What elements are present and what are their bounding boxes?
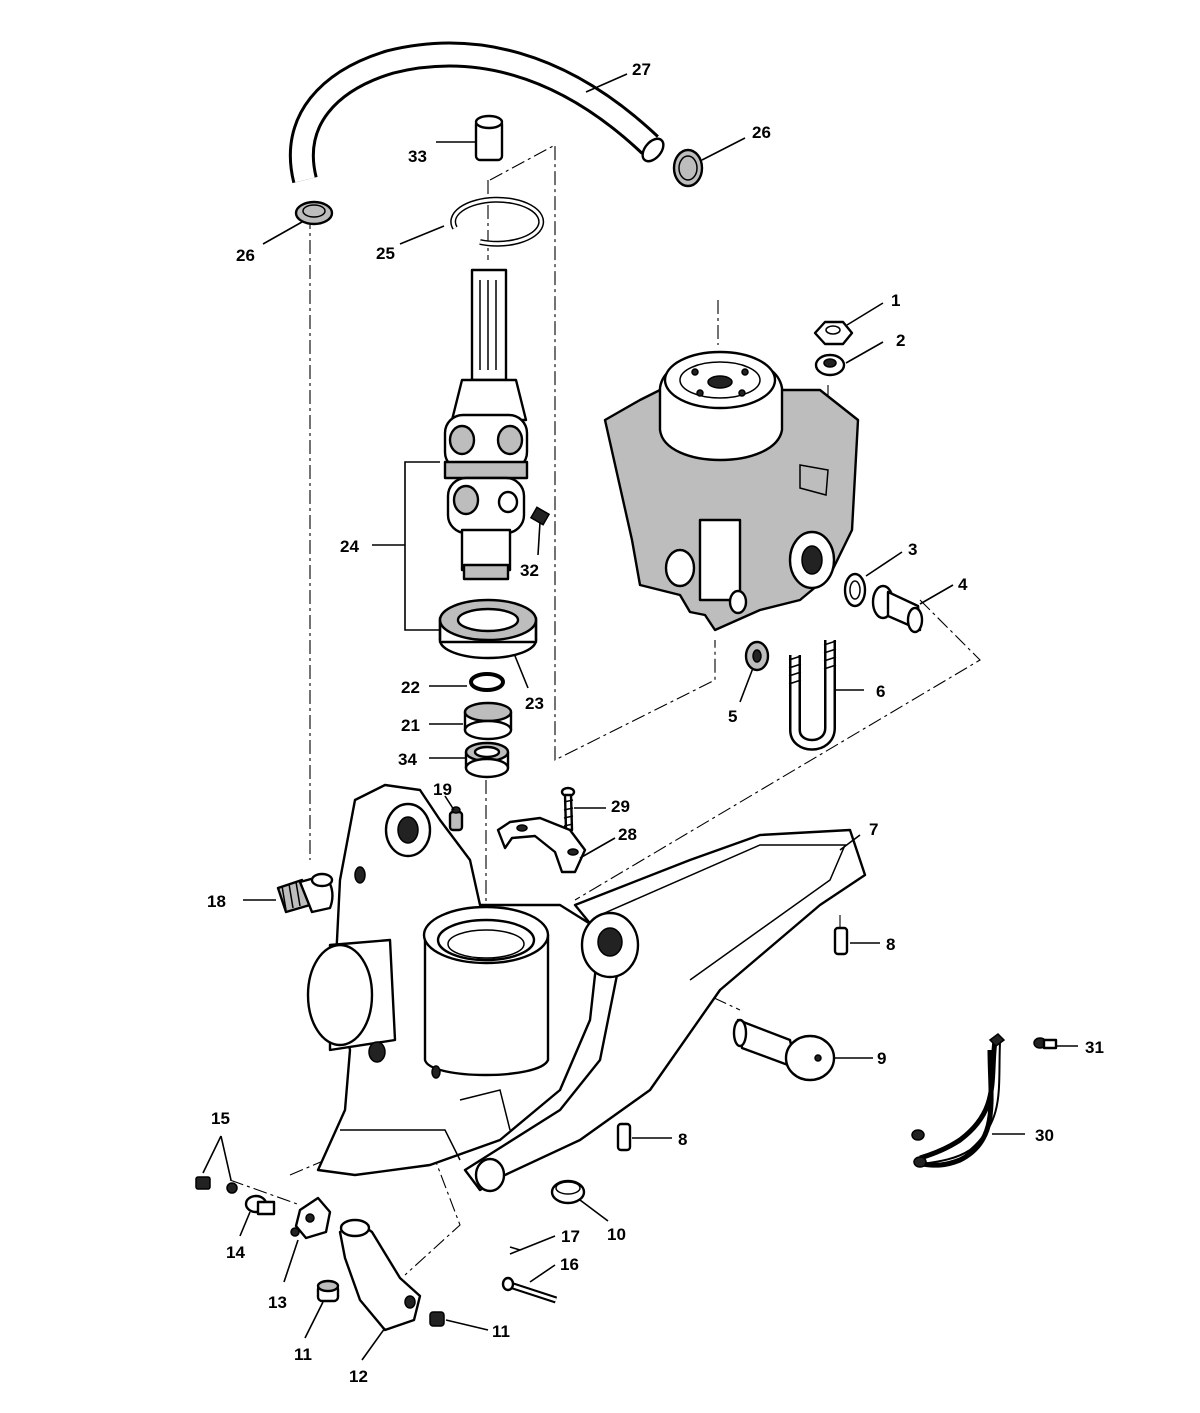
callout-9: 9 bbox=[877, 1049, 886, 1068]
seal bbox=[464, 741, 510, 779]
washer-3 bbox=[843, 572, 867, 608]
callout-2: 2 bbox=[896, 331, 905, 350]
snap-ring bbox=[450, 196, 545, 247]
callout-18: 18 bbox=[207, 892, 226, 911]
pivot-14 bbox=[244, 1194, 276, 1216]
callout-13: 13 bbox=[268, 1293, 287, 1312]
callout-11-right: 11 bbox=[492, 1322, 510, 1341]
dowel-pin-lower bbox=[616, 1122, 632, 1152]
callout-23: 23 bbox=[525, 694, 544, 713]
callout-12: 12 bbox=[349, 1367, 368, 1386]
bracket-13 bbox=[290, 1196, 332, 1240]
callout-3: 3 bbox=[908, 540, 917, 559]
callout-26-left: 26 bbox=[236, 246, 255, 265]
callout-33: 33 bbox=[408, 147, 427, 166]
cotter-pin-17 bbox=[509, 1246, 523, 1255]
grease-fitting-19 bbox=[448, 806, 464, 832]
screw-29 bbox=[560, 786, 576, 832]
bushing bbox=[550, 1179, 586, 1205]
callout-34: 34 bbox=[398, 750, 417, 769]
callout-15: 15 bbox=[211, 1109, 230, 1128]
hose-clamp-left bbox=[294, 200, 334, 226]
nut bbox=[813, 320, 854, 346]
cap-33 bbox=[474, 114, 504, 162]
callout-labels: 1 2 3 4 5 6 7 8 8 9 10 11 11 12 13 14 15… bbox=[207, 60, 1104, 1386]
callout-31: 31 bbox=[1085, 1038, 1104, 1057]
lever-12 bbox=[338, 1218, 422, 1332]
callout-11-left: 11 bbox=[294, 1345, 312, 1364]
callout-4: 4 bbox=[958, 575, 968, 594]
hose-clamp-right bbox=[672, 148, 704, 188]
callout-17: 17 bbox=[561, 1227, 580, 1246]
u-bolt bbox=[788, 640, 837, 751]
hinge-pin bbox=[732, 1018, 836, 1082]
u-joint-shaft bbox=[443, 268, 529, 581]
screw-15 bbox=[195, 1176, 238, 1194]
clevis-pin-16 bbox=[501, 1276, 558, 1304]
screw-31 bbox=[1033, 1037, 1058, 1050]
gimbal-housing bbox=[306, 783, 867, 1193]
callout-22: 22 bbox=[401, 678, 420, 697]
retainer-ring bbox=[463, 701, 513, 741]
ground-wire bbox=[911, 1033, 1006, 1168]
o-ring bbox=[469, 672, 505, 692]
dowel-pin-upper bbox=[833, 926, 849, 956]
callout-28: 28 bbox=[618, 825, 637, 844]
grease-fitting-32 bbox=[529, 506, 551, 526]
callout-25: 25 bbox=[376, 244, 395, 263]
washer-5 bbox=[744, 640, 770, 672]
swivel-housing bbox=[603, 350, 860, 632]
elbow-fitting bbox=[276, 872, 334, 914]
callout-5: 5 bbox=[728, 707, 737, 726]
callout-21: 21 bbox=[401, 716, 420, 735]
callout-26-right: 26 bbox=[752, 123, 771, 142]
bearing bbox=[438, 598, 538, 660]
callout-6: 6 bbox=[876, 682, 885, 701]
callout-19: 19 bbox=[433, 780, 452, 799]
washer-2 bbox=[814, 353, 846, 377]
callout-7: 7 bbox=[869, 820, 878, 839]
callout-27: 27 bbox=[632, 60, 651, 79]
bushing-11-right bbox=[429, 1311, 445, 1327]
water-hose bbox=[288, 41, 665, 184]
clamp-28 bbox=[496, 816, 587, 874]
callout-30: 30 bbox=[1035, 1126, 1054, 1145]
callout-16: 16 bbox=[560, 1255, 579, 1274]
callout-8-upper: 8 bbox=[886, 935, 895, 954]
leader-lines bbox=[202, 73, 1078, 1361]
callout-29: 29 bbox=[611, 797, 630, 816]
callout-14: 14 bbox=[226, 1243, 245, 1262]
bushing-11-left bbox=[316, 1279, 340, 1303]
callout-10: 10 bbox=[607, 1225, 626, 1244]
callout-1: 1 bbox=[891, 291, 900, 310]
callout-8-lower: 8 bbox=[678, 1130, 687, 1149]
callout-24: 24 bbox=[340, 537, 359, 556]
callout-32: 32 bbox=[520, 561, 539, 580]
pivot-pin bbox=[871, 584, 924, 634]
